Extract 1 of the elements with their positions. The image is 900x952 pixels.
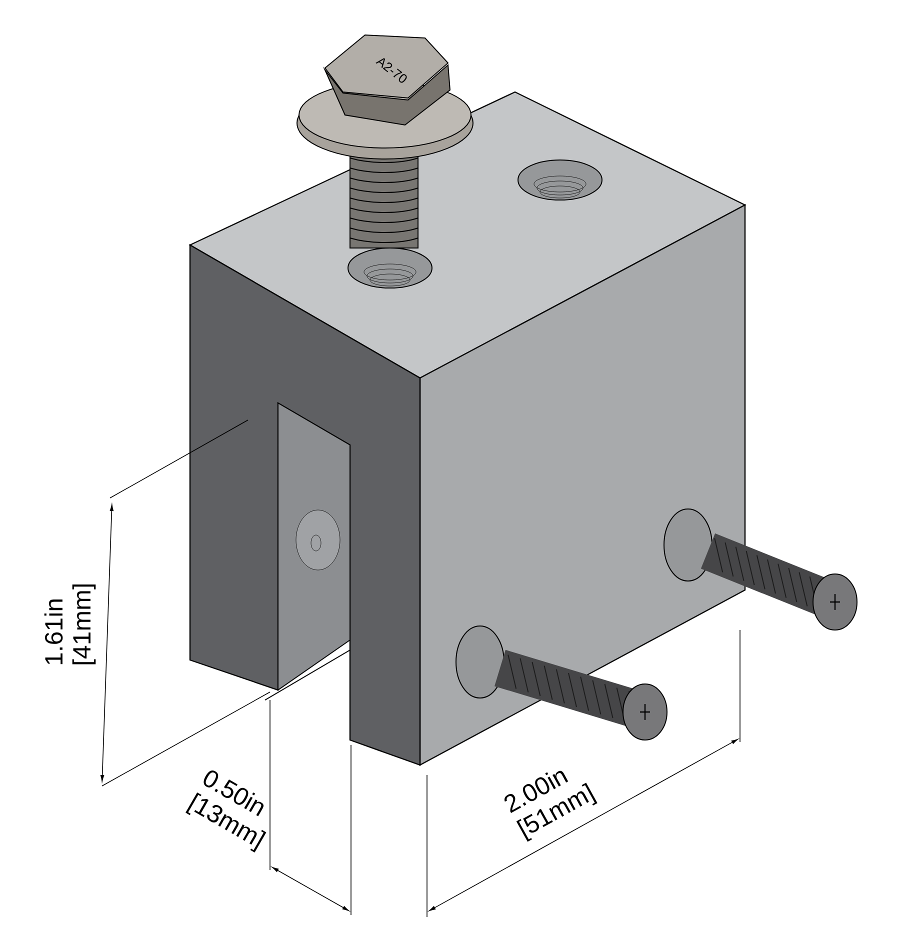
dimension-label: 1.61in [41mm] — [44, 584, 96, 664]
